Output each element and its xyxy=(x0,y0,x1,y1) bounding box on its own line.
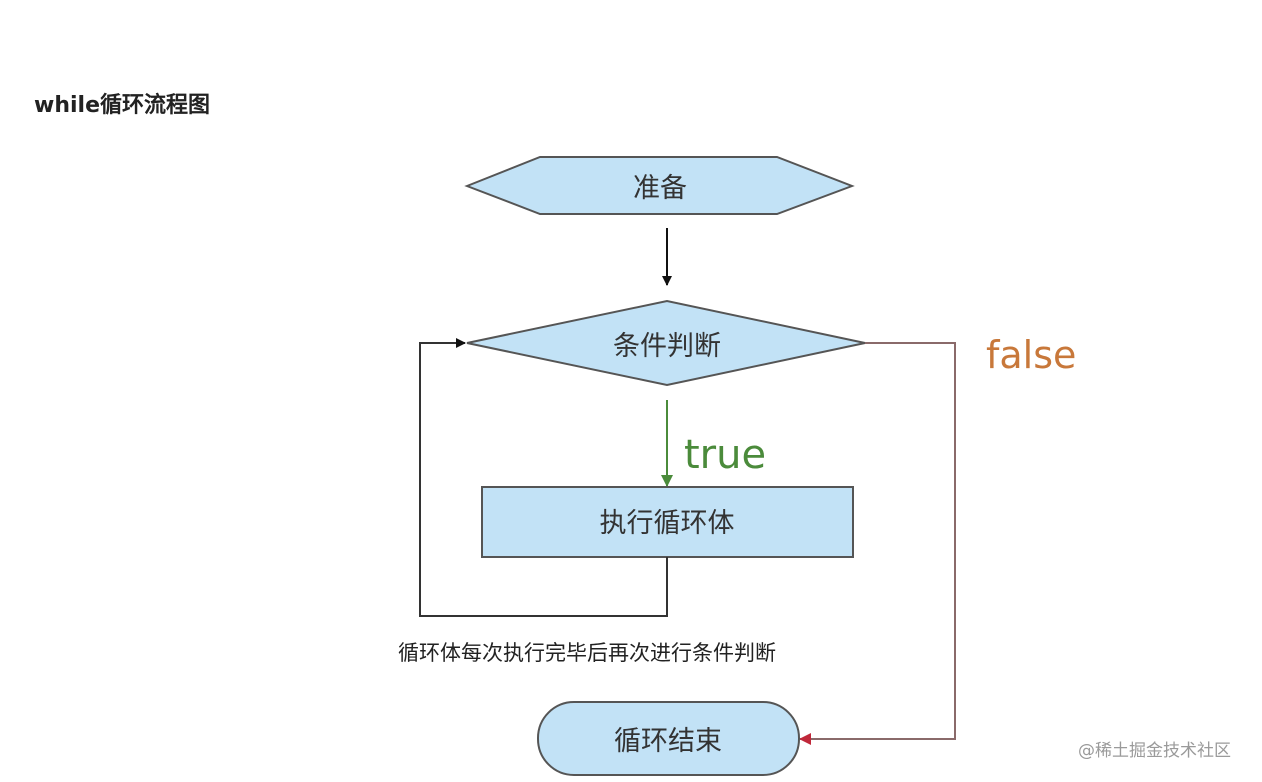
node-loop-body-label: 执行循环体 xyxy=(600,508,735,539)
watermark: @稀土掘金技术社区 xyxy=(1078,741,1231,761)
node-prepare-label: 准备 xyxy=(633,173,687,204)
node-condition: 条件判断 xyxy=(466,299,866,387)
node-loop-end-label: 循环结束 xyxy=(614,726,722,757)
node-loop-end: 循环结束 xyxy=(537,701,800,776)
arrow-false xyxy=(799,342,956,745)
label-true: true xyxy=(684,432,766,478)
node-prepare: 准备 xyxy=(464,156,855,215)
diagram-title: while循环流程图 xyxy=(34,92,210,118)
node-condition-label: 条件判断 xyxy=(613,331,721,362)
label-false: false xyxy=(986,333,1076,377)
node-loop-body: 执行循环体 xyxy=(481,486,854,558)
loop-note: 循环体每次执行完毕后再次进行条件判断 xyxy=(398,641,776,665)
arrow-loop-back xyxy=(419,338,668,617)
